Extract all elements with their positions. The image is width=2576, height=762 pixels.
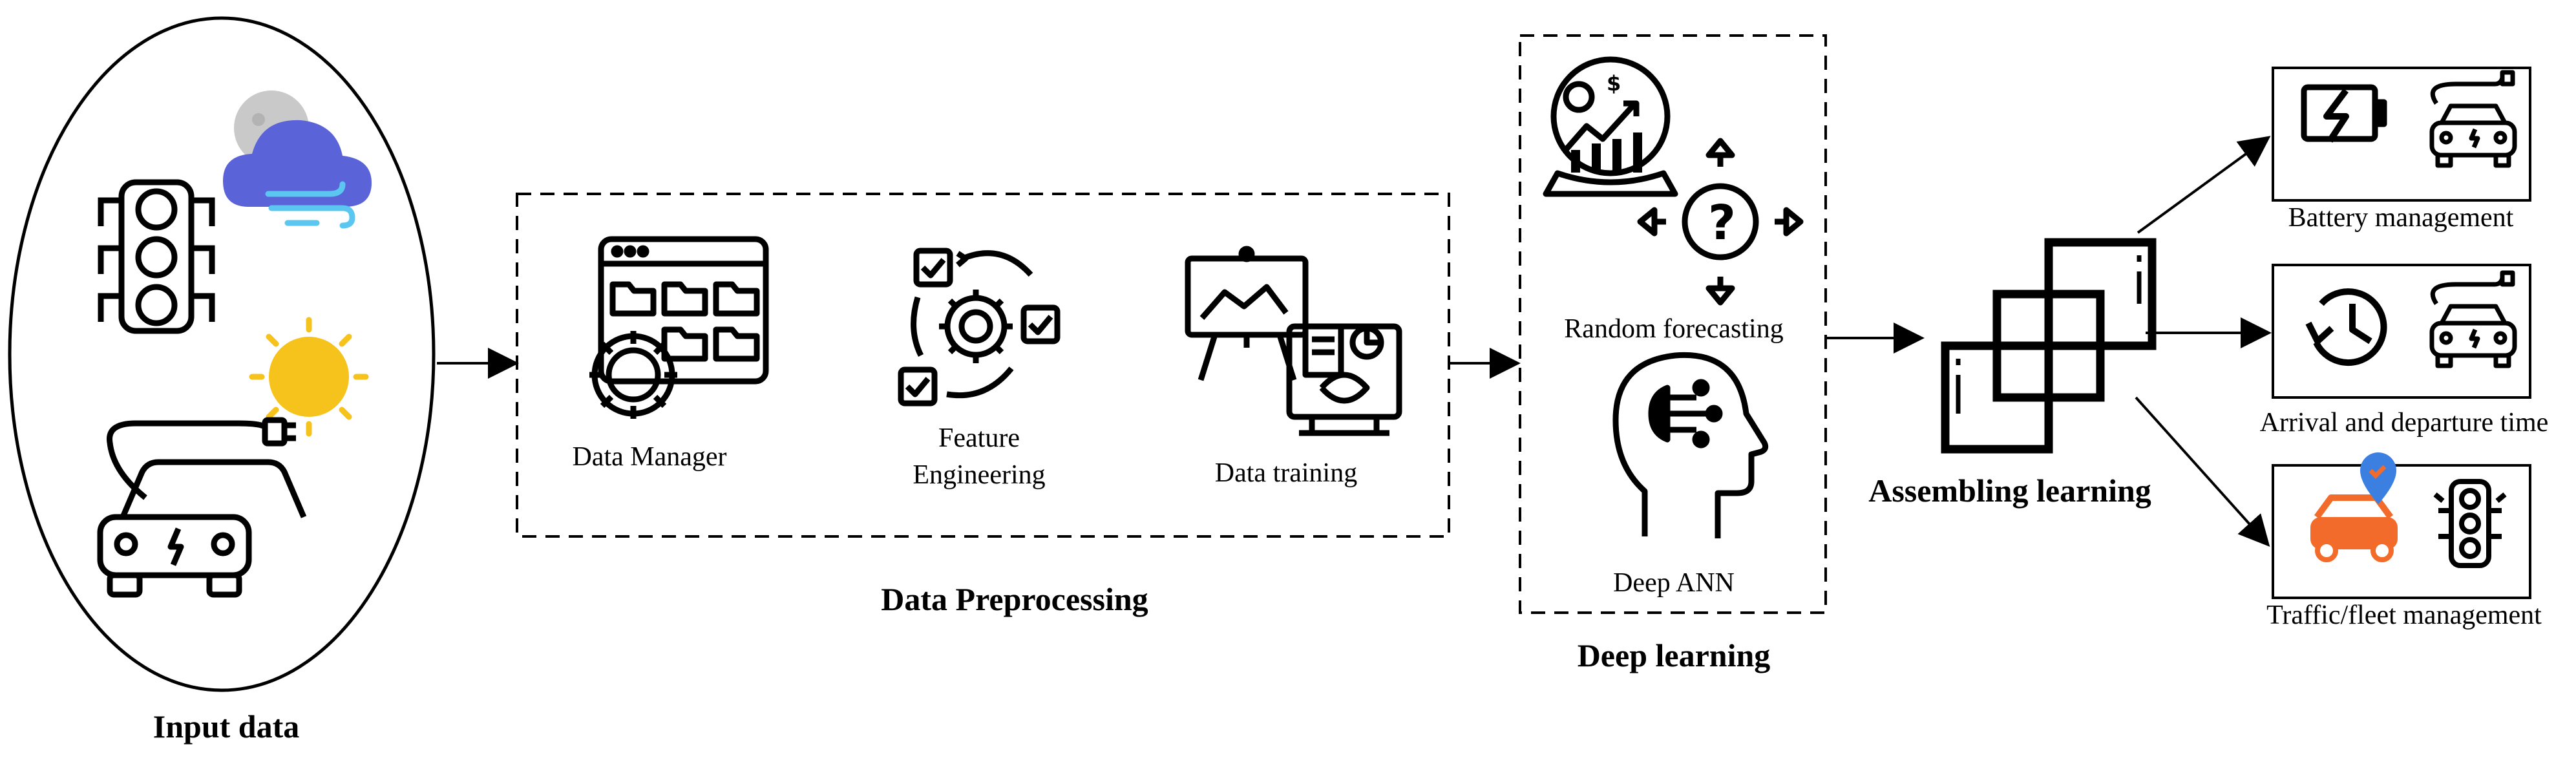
output-box-traffic [2272, 464, 2531, 599]
crystal-ball-forecast-icon: $ [1543, 56, 1678, 197]
deep-learning-label: Deep learning [1577, 637, 1771, 673]
input-data-ellipse [8, 16, 436, 692]
question-arrows-icon: ? [1637, 138, 1804, 306]
data-manager-icon [589, 236, 769, 419]
feature-engineering-icon [898, 248, 1061, 407]
traffic-light-icon [2433, 479, 2507, 568]
input-data-label: Input data [153, 708, 300, 745]
svg-text:?: ? [1708, 195, 1736, 251]
output-box-arrival [2272, 264, 2531, 399]
traffic-fleet-label: Traffic/fleet management [2266, 600, 2542, 630]
svg-text:$: $ [1607, 71, 1621, 96]
feature-engineering-label: Feature Engineering [913, 423, 1046, 490]
data-preprocessing-label: Data Preprocessing [881, 581, 1148, 617]
deep-learning-box [1519, 34, 1827, 614]
output-box-battery [2272, 67, 2531, 202]
deep-ann-label: Deep ANN [1613, 568, 1735, 598]
battery-charge-icon [2301, 84, 2387, 143]
traffic-light-icon [98, 179, 215, 334]
electric-car-icon [97, 417, 307, 598]
data-training-label: Data training [1214, 458, 1358, 488]
data-training-icon [1185, 246, 1402, 436]
clock-icon [2305, 288, 2387, 366]
ev-car-icon [2429, 270, 2517, 368]
arrival-departure-label: Arrival and departure time [2259, 408, 2549, 438]
assembling-learning-label: Assembling learning [1868, 472, 2151, 509]
data-preprocessing-box [516, 193, 1450, 538]
moon-cloud-wind-icon [223, 90, 372, 229]
overlapping-squares-icon [1941, 238, 2157, 454]
ev-car-icon [2429, 70, 2517, 168]
sun-icon [249, 317, 369, 437]
location-car-icon [2310, 452, 2398, 562]
ai-head-icon [1612, 352, 1769, 538]
data-manager-label: Data Manager [572, 442, 727, 472]
battery-management-label: Battery management [2288, 203, 2514, 233]
random-forecasting-label: Random forecasting [1564, 314, 1784, 344]
